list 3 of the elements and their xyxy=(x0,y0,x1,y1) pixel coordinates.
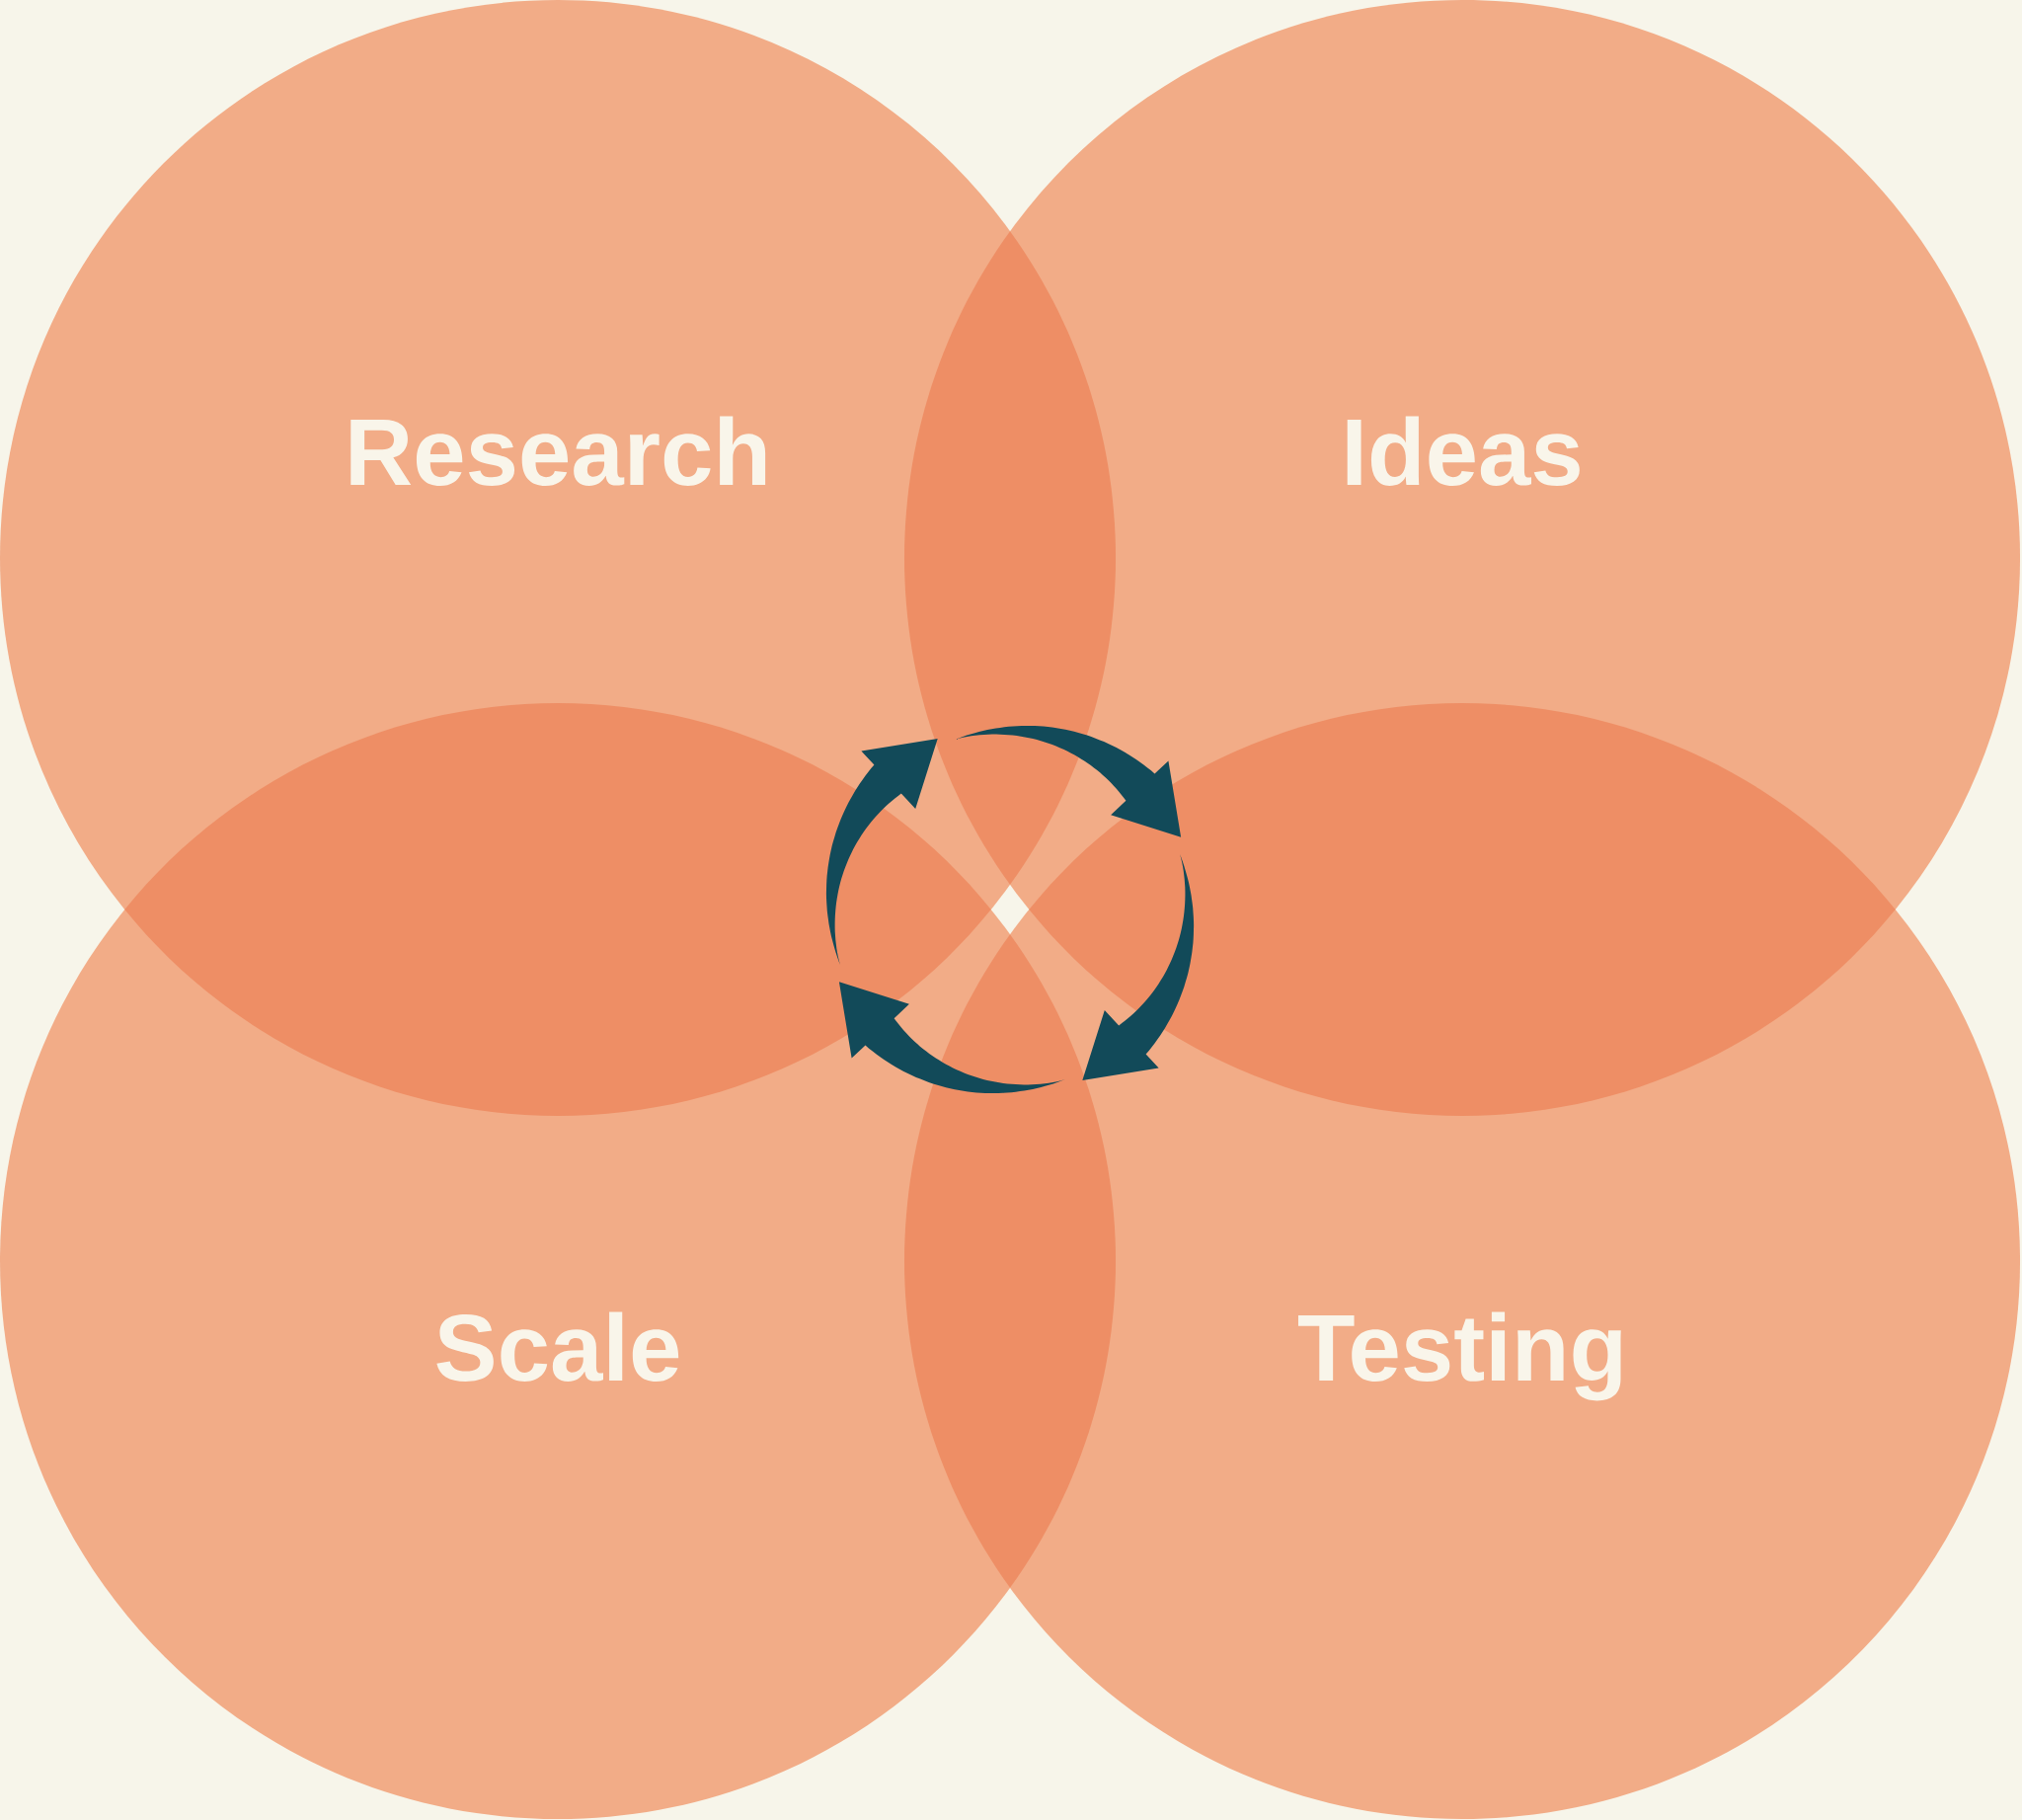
node-label: Testing xyxy=(1297,1311,1621,1401)
node-label: Ideas xyxy=(1347,416,1580,486)
node-label: Scale xyxy=(436,1311,679,1382)
